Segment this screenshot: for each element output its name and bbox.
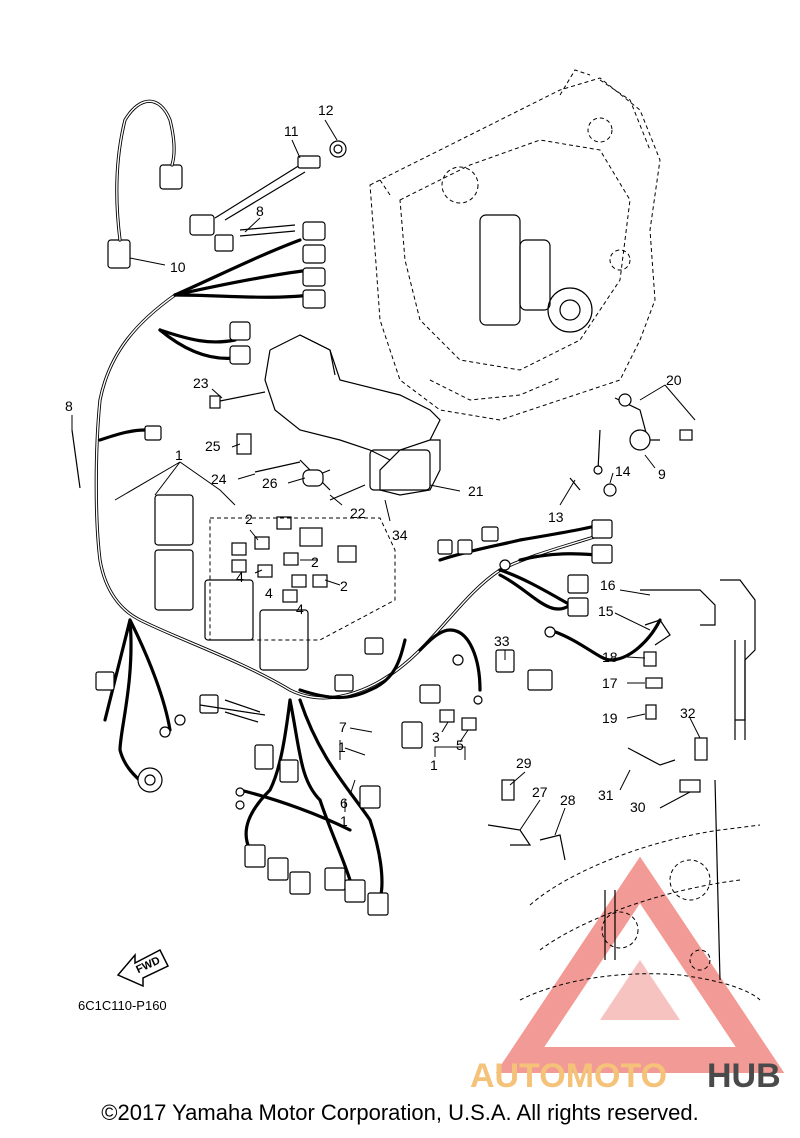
callout-17: 17 — [602, 675, 618, 691]
watermark-automoto: AUTOMOTO — [470, 1057, 667, 1095]
engine-block — [369, 69, 661, 421]
callout-30: 30 — [630, 799, 646, 815]
callout-2: 2 — [340, 578, 348, 594]
watermark-text: AUTOMOTO HUB — [470, 1057, 781, 1095]
hardware — [71, 391, 756, 861]
callout-26: 26 — [262, 475, 278, 491]
lower-base — [519, 779, 761, 1001]
callout-4: 4 — [265, 585, 273, 601]
callout-8: 8 — [65, 398, 73, 414]
relays — [209, 516, 477, 731]
callout-23: 23 — [193, 375, 209, 391]
fwd-arrow-icon: FWD — [116, 948, 170, 988]
callout-28: 28 — [560, 792, 576, 808]
callout-33: 33 — [494, 633, 510, 649]
callout-31: 31 — [598, 787, 614, 803]
connectors — [95, 164, 613, 916]
callout-14: 14 — [615, 463, 631, 479]
callout-5: 5 — [456, 737, 464, 753]
copyright-notice: ©2017 Yamaha Motor Corporation, U.S.A. A… — [101, 1100, 699, 1125]
callout-20: 20 — [666, 372, 682, 388]
callout-4: 4 — [296, 601, 304, 617]
callout-22: 22 — [350, 505, 366, 521]
callout-25: 25 — [205, 438, 221, 454]
callout-2: 2 — [311, 554, 319, 570]
callout-9: 9 — [658, 466, 666, 482]
leader-lines — [71, 119, 701, 836]
callout-18: 18 — [602, 649, 618, 665]
cover-bracket-21 — [264, 334, 441, 496]
callout-1: 1 — [338, 739, 346, 755]
callout-1: 1 — [175, 447, 183, 463]
top-cable — [115, 99, 347, 242]
callout-21: 21 — [468, 483, 484, 499]
callouts: 12 11 8 10 8 23 25 1 24 26 22 21 34 2 2 … — [65, 102, 696, 829]
callout-32: 32 — [680, 705, 696, 721]
callout-1: 1 — [430, 757, 438, 773]
callout-16: 16 — [600, 577, 616, 593]
callout-12: 12 — [318, 102, 334, 118]
watermark-logo — [495, 856, 785, 1073]
callout-27: 27 — [532, 784, 548, 800]
callout-15: 15 — [598, 603, 614, 619]
callout-11: 11 — [284, 123, 299, 139]
callout-24: 24 — [211, 471, 227, 487]
callout-2: 2 — [245, 511, 253, 527]
callout-4: 4 — [236, 569, 244, 585]
callout-6: 6 — [340, 795, 348, 811]
callout-3: 3 — [432, 729, 440, 745]
callout-34: 34 — [392, 527, 408, 543]
watermark-hub: HUB — [707, 1057, 781, 1095]
callout-7: 7 — [339, 719, 347, 735]
callout-8: 8 — [256, 203, 264, 219]
drawing-code: 6C1C110-P160 — [78, 998, 167, 1013]
callout-19: 19 — [602, 710, 618, 726]
callout-1: 1 — [340, 813, 348, 829]
callout-29: 29 — [516, 755, 532, 771]
callout-10: 10 — [170, 259, 186, 275]
callout-13: 13 — [548, 509, 564, 525]
